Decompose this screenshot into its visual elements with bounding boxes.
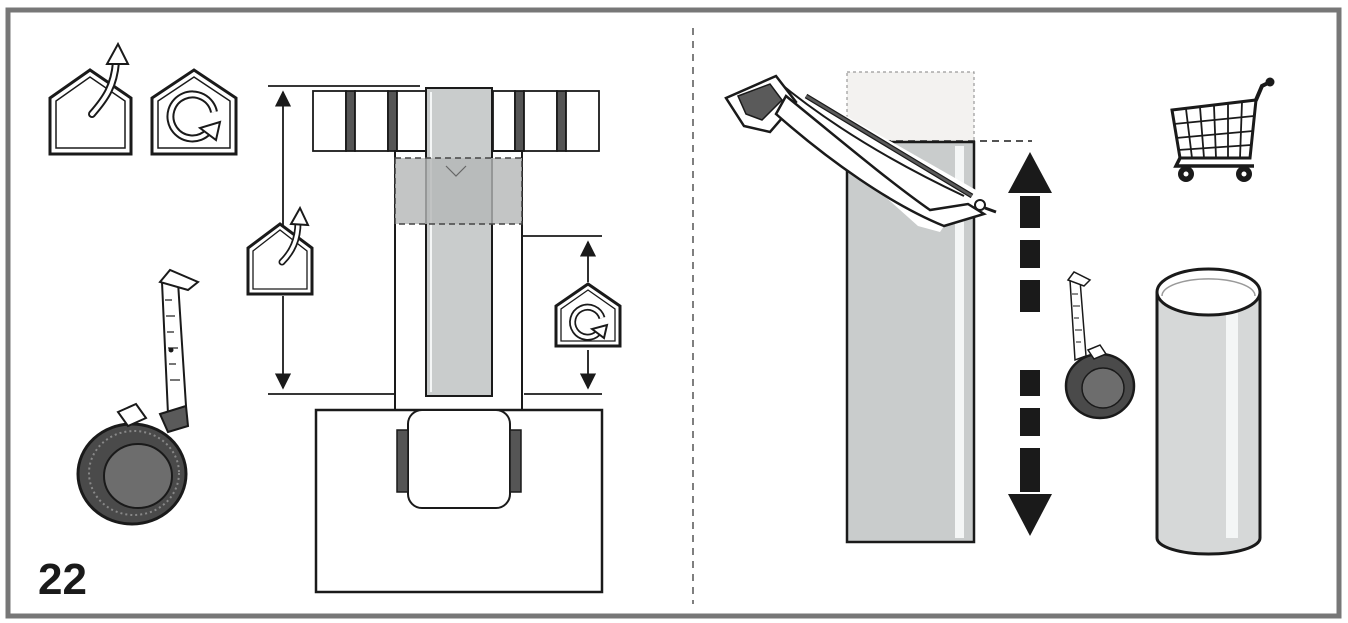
exhaust-out-house-icon-dimension	[246, 205, 314, 296]
tape-measure-icon	[76, 268, 200, 526]
exhaust-out-house-icon	[48, 41, 133, 156]
chimney-inner-section	[425, 87, 493, 397]
pipe-cylinder-icon	[1155, 267, 1262, 556]
ceiling-tiles	[312, 90, 600, 152]
right-panel	[720, 71, 1275, 556]
step-number: 22	[38, 555, 87, 604]
motor-housing	[407, 409, 511, 509]
recirculation-house-icon-dimension	[554, 282, 622, 348]
left-panel	[48, 41, 622, 594]
recirculation-house-icon	[150, 68, 238, 156]
outer-frame	[5, 7, 1342, 619]
hacksaw-icon	[720, 72, 997, 232]
length-arrow	[1008, 152, 1052, 536]
shopping-cart-icon	[1170, 77, 1275, 182]
tape-measure-icon	[1064, 271, 1136, 420]
overlap-zone	[394, 157, 523, 225]
